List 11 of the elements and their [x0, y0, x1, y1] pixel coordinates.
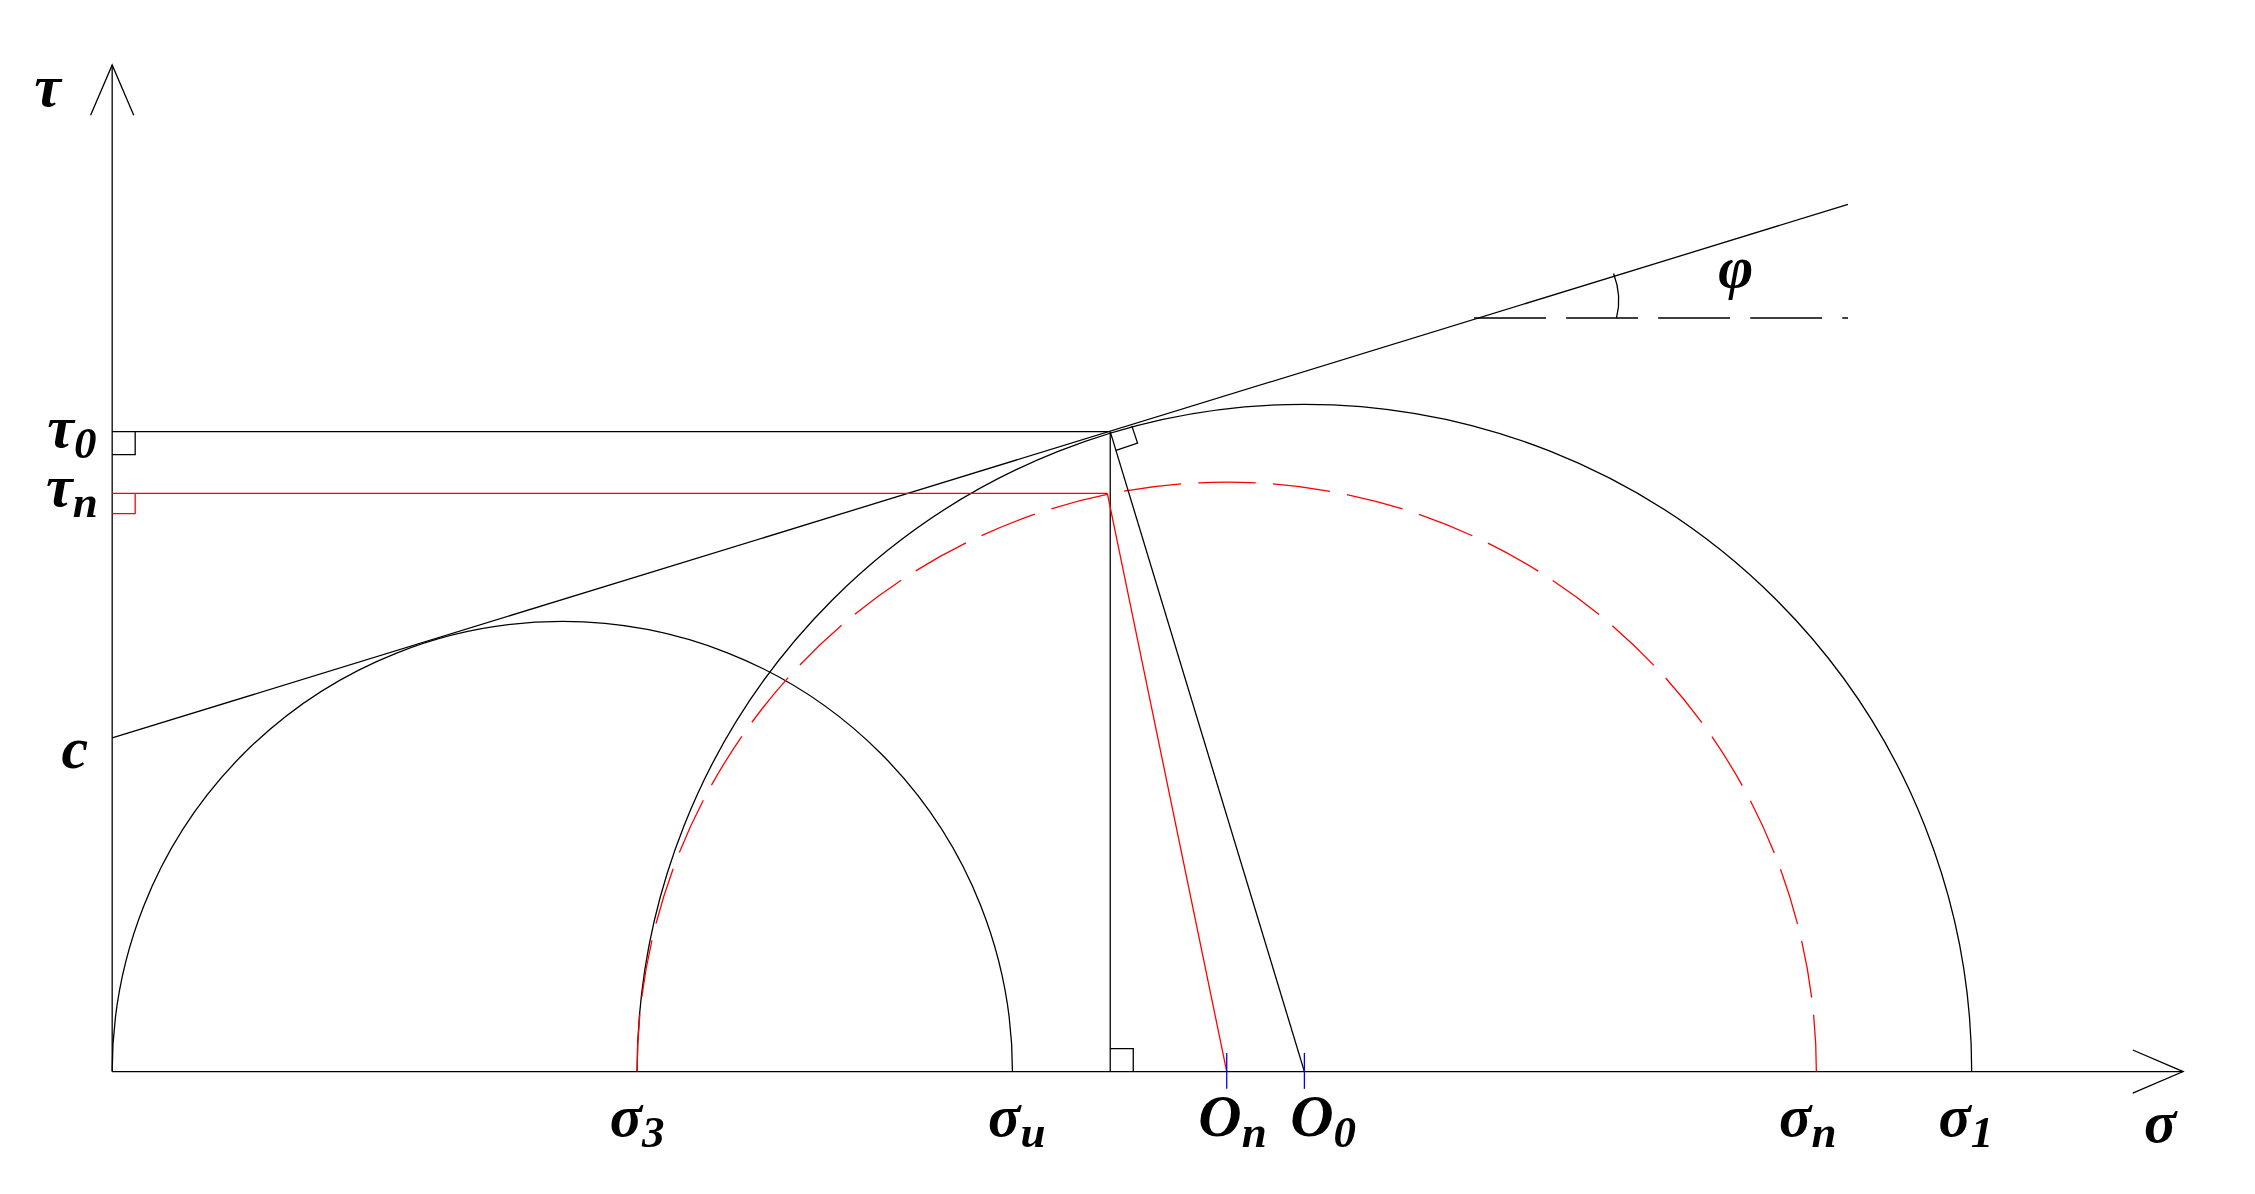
axis-label: O$_{0}$: [1290, 1086, 1356, 1146]
axis-label: τ$_{0}$: [47, 397, 97, 458]
axis-label: σ$_{n}$: [1779, 1086, 1837, 1146]
axis-label: τ: [34, 56, 61, 117]
axis-label: φ: [1718, 237, 1754, 298]
axis-label: c: [61, 717, 89, 778]
axis-label: O$_{n}$: [1198, 1086, 1267, 1146]
axis-label: σ$_{u}$: [988, 1086, 1046, 1146]
axis-label: σ$_{3}$: [609, 1086, 665, 1146]
axis-label: σ: [2143, 1091, 2177, 1152]
axis-label: σ$_{1}$: [1938, 1086, 1994, 1146]
